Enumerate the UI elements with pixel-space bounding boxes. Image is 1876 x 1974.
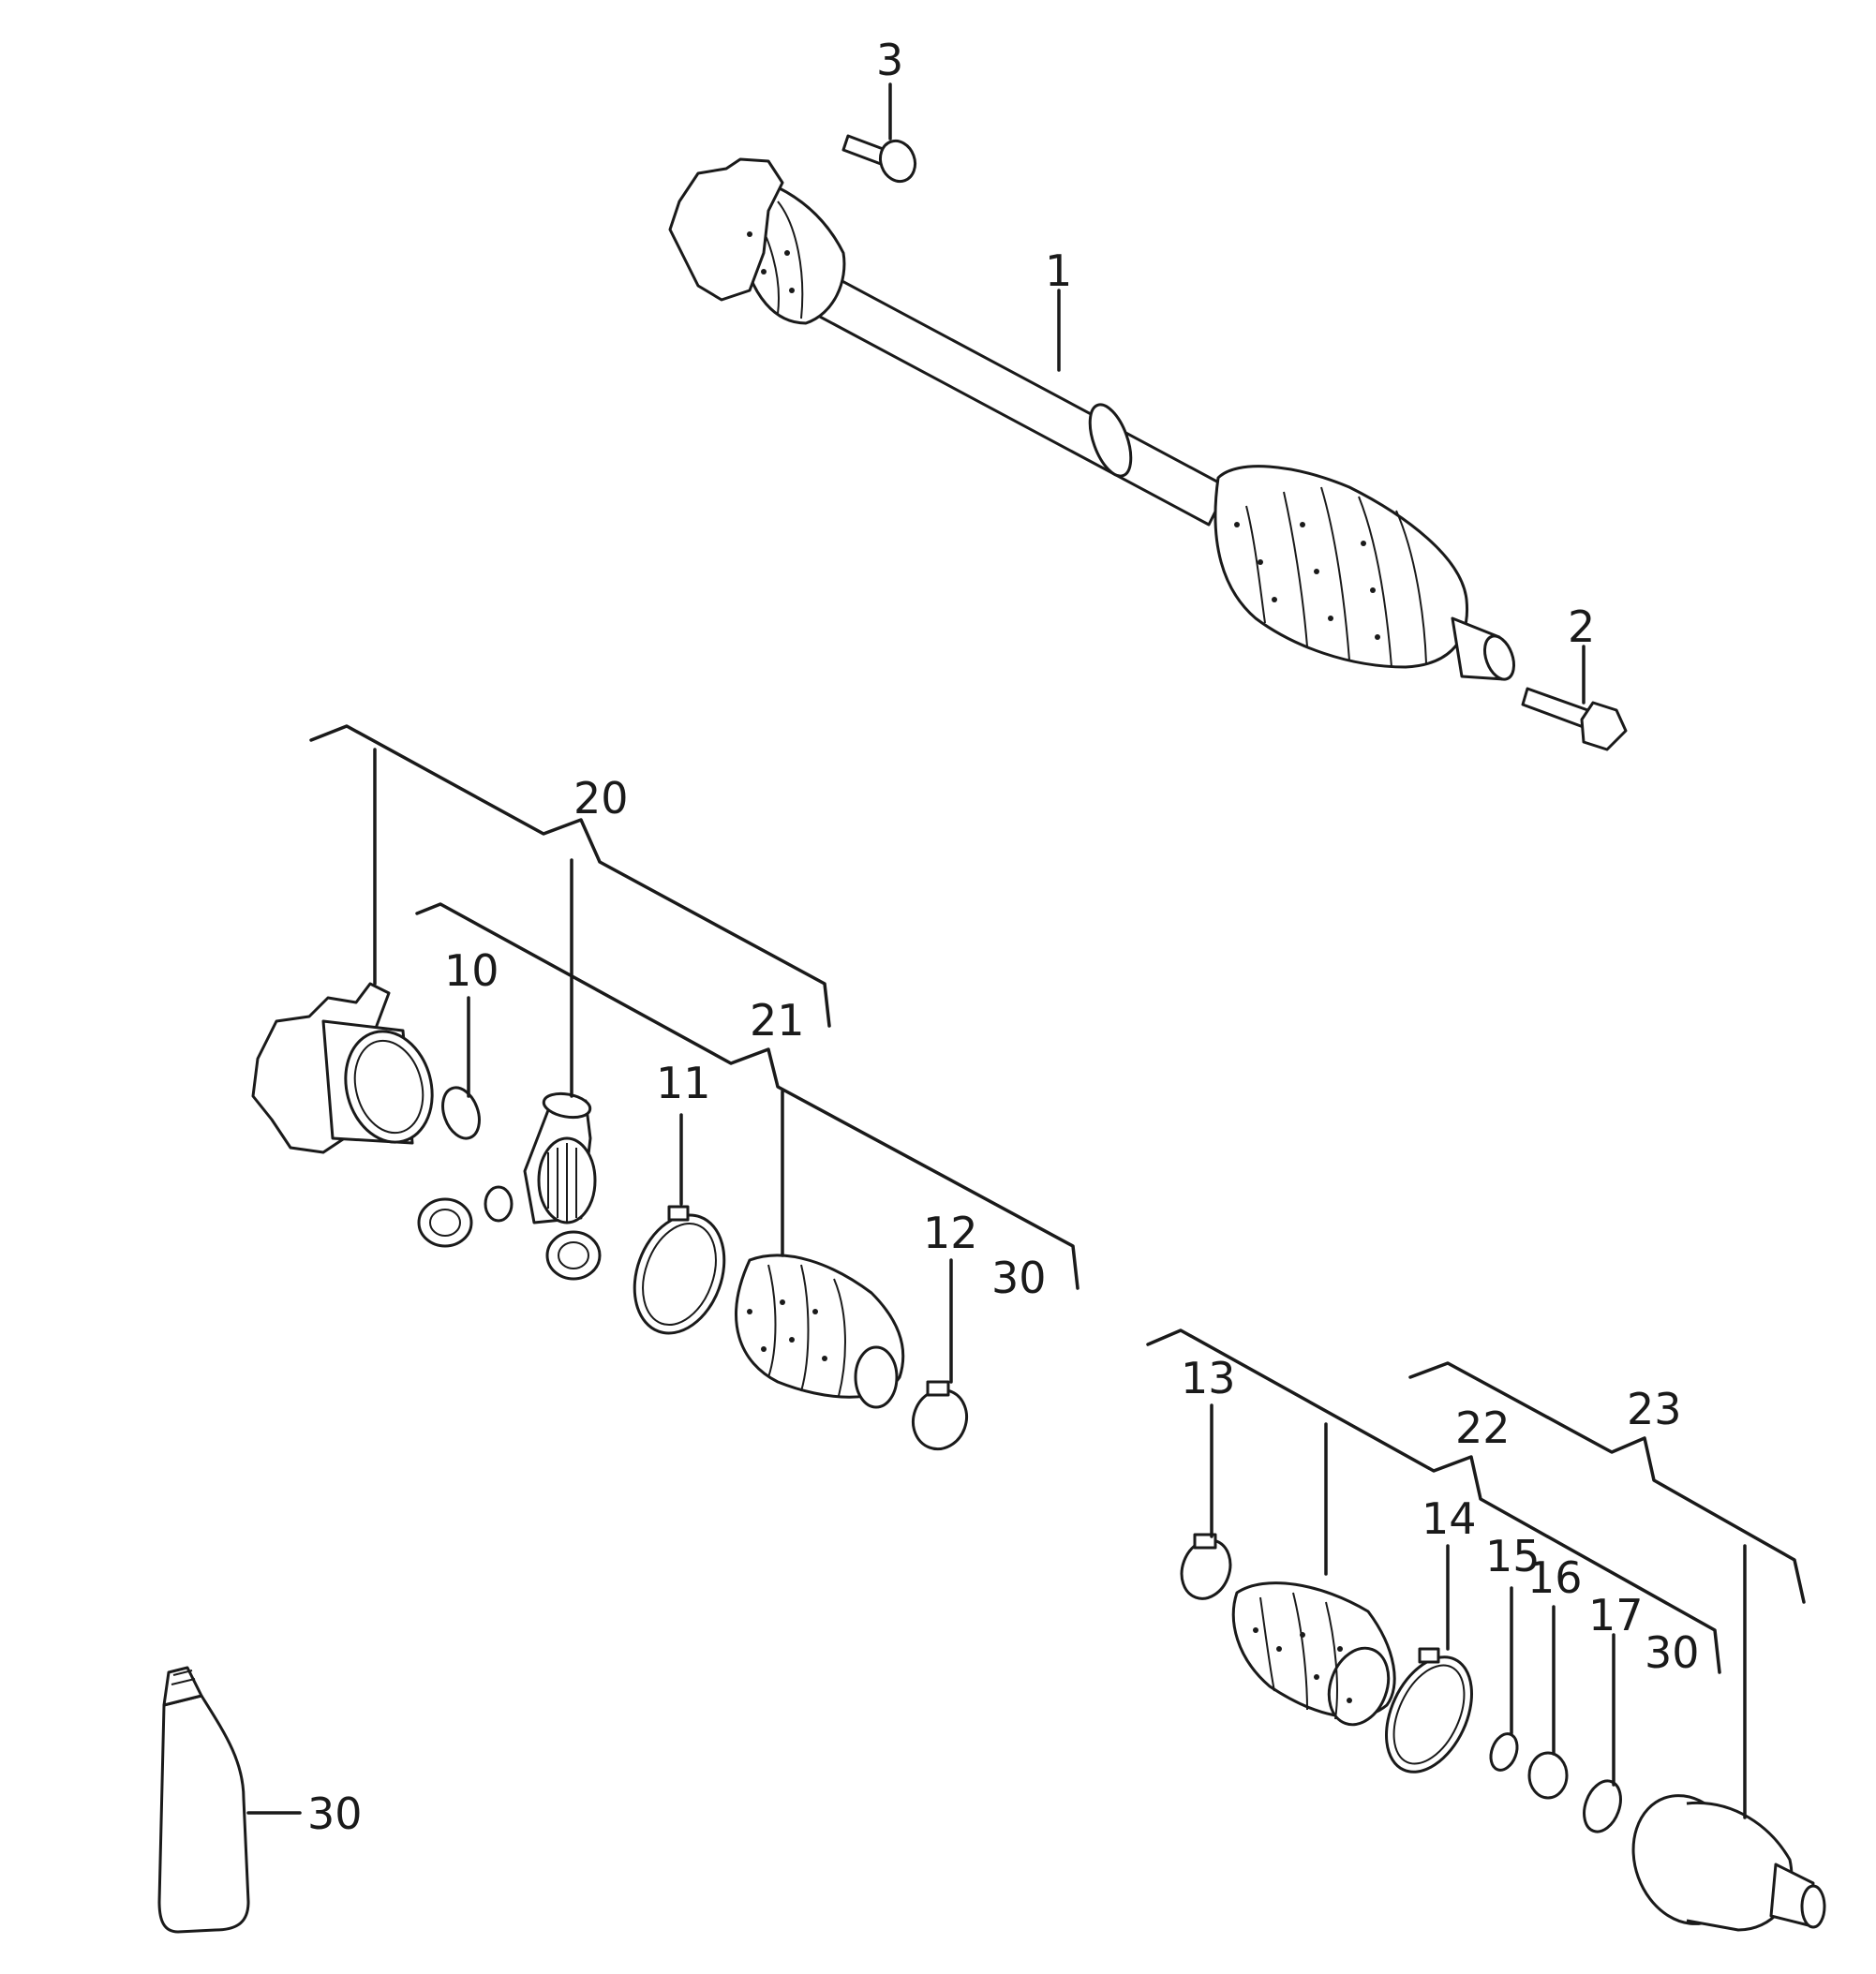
thrust-washer-16[interactable] (1527, 1751, 1569, 1800)
callout-30-grease: 30 (307, 1788, 363, 1839)
clamp-13[interactable] (1174, 1533, 1239, 1605)
leader-lines (246, 82, 1806, 1819)
callout-2: 2 (1568, 601, 1595, 652)
needle-roller-left[interactable] (417, 1197, 473, 1248)
needle-roller-right[interactable] (545, 1230, 602, 1281)
callout-16: 16 (1527, 1552, 1583, 1603)
callout-12: 12 (923, 1208, 978, 1258)
callout-11: 11 (656, 1058, 711, 1108)
callout-15: 15 (1485, 1531, 1541, 1581)
callout-10: 10 (444, 945, 499, 996)
callout-3: 3 (876, 35, 903, 85)
inner-joint-housing[interactable] (251, 982, 444, 1154)
clamp-11[interactable] (618, 1203, 739, 1346)
tripod-spider[interactable] (484, 1091, 597, 1224)
clamp-12[interactable] (905, 1380, 975, 1457)
boot-outer[interactable] (1231, 1581, 1398, 1733)
callout-20: 20 (573, 773, 629, 824)
callout-17: 17 (1588, 1590, 1644, 1640)
callout-14: 14 (1422, 1493, 1477, 1544)
outer-cv-joint[interactable] (1615, 1780, 1826, 1938)
bolt-right[interactable] (1521, 687, 1628, 751)
callout-22: 22 (1455, 1403, 1511, 1453)
spacer-15[interactable] (1486, 1730, 1522, 1774)
callout-30-inner: 30 (991, 1253, 1047, 1303)
callout-labels: 1 2 3 10 11 12 13 14 15 16 17 20 21 22 2… (307, 35, 1700, 1839)
bolt-top[interactable] (841, 134, 920, 186)
callout-23: 23 (1627, 1384, 1682, 1434)
callout-1: 1 (1045, 245, 1072, 296)
clamp-14[interactable] (1369, 1643, 1488, 1786)
callout-21: 21 (750, 995, 805, 1046)
grease-tube[interactable] (157, 1666, 250, 1934)
callout-13: 13 (1181, 1353, 1236, 1403)
boot-inner[interactable] (735, 1254, 905, 1409)
callout-30-outer: 30 (1645, 1627, 1700, 1678)
drive-shaft[interactable] (668, 157, 1519, 683)
circlip-17[interactable] (1578, 1776, 1628, 1837)
circlip-10[interactable] (437, 1083, 486, 1144)
